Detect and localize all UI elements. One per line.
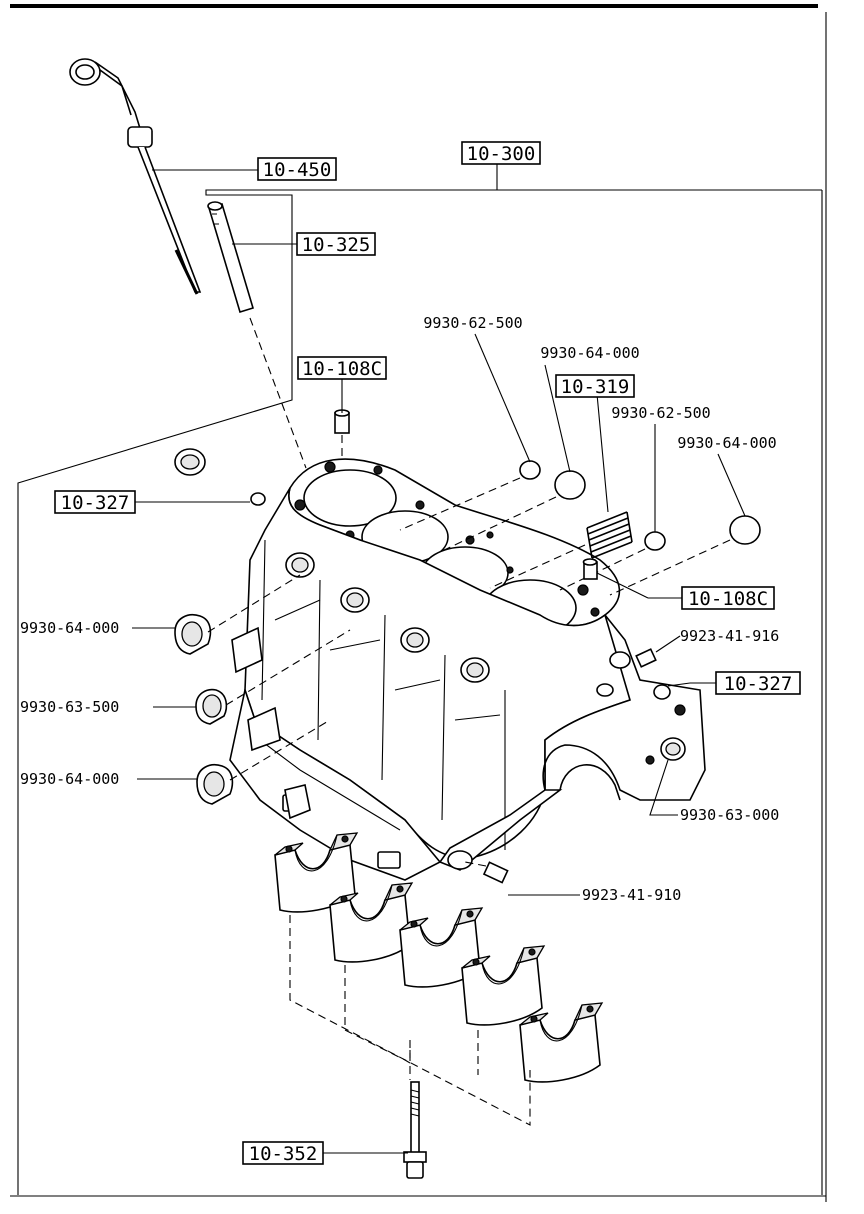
callout-10-450: 10-450 — [257, 157, 337, 181]
label-9930-62-500-top: 9930-62-500 — [423, 314, 522, 332]
leader-pin-916 — [655, 635, 681, 653]
assembly-outline — [17, 164, 823, 1195]
guide-tube-part — [207, 201, 254, 314]
label-9930-64-000-right: 9930-64-000 — [677, 434, 776, 452]
label-9930-62-500-right: 9930-62-500 — [611, 404, 710, 422]
plug-62-500-right — [644, 531, 666, 551]
dash-seal-b — [229, 719, 331, 781]
plug-62-500-top — [519, 460, 541, 480]
dash-seal-63-500 — [225, 629, 351, 706]
spring-part — [586, 511, 633, 559]
oring-left-part — [250, 492, 266, 506]
bearing-cap-2 — [329, 882, 414, 963]
pin-916-part — [635, 648, 657, 668]
leader-plug-62-top — [474, 333, 531, 463]
dash-plug-64-top — [439, 496, 557, 553]
label-9930-64-000-top: 9930-64-000 — [540, 344, 639, 362]
cylinder-block-part — [229, 458, 706, 881]
dowel-top-part — [334, 409, 350, 434]
bearing-cap-5 — [519, 1002, 604, 1083]
seal-64-000-a-shape — [174, 614, 212, 655]
leader-plug-64-right — [717, 453, 746, 517]
label-9930-63-500: 9930-63-500 — [20, 698, 119, 716]
svg-text:10-319: 10-319 — [561, 376, 630, 398]
svg-text:10-352: 10-352 — [249, 1143, 318, 1165]
label-9930-64-000-left-a: 9930-64-000 — [20, 619, 119, 637]
callout-10-108c-right: 10-108C — [681, 586, 775, 610]
bearing-cap-3 — [399, 907, 484, 988]
callout-10-319: 10-319 — [555, 374, 635, 398]
leader-plug-64-top — [544, 364, 571, 473]
leader-dowel-right — [596, 572, 649, 599]
seal-64-000-b-part — [196, 764, 234, 805]
svg-text:10-108C: 10-108C — [688, 588, 768, 610]
dash-spring — [489, 544, 586, 589]
svg-text:10-325: 10-325 — [302, 234, 371, 256]
callout-10-327-left: 10-327 — [54, 490, 136, 514]
seal-63-500-part — [195, 688, 228, 725]
plug-64-000-right — [729, 515, 761, 545]
svg-text:10-327: 10-327 — [61, 492, 130, 514]
dash-seal-a — [207, 574, 301, 633]
callout-10-300: 10-300 — [461, 141, 541, 165]
label-9930-63-000: 9930-63-000 — [680, 806, 779, 824]
bearing-cap-1 — [274, 832, 359, 913]
dash-plug-62-right — [559, 548, 646, 591]
label-9923-41-916: 9923-41-916 — [680, 627, 779, 645]
main-bolt-part — [403, 1081, 427, 1179]
dowel-right-part — [582, 558, 598, 580]
svg-text:10-327: 10-327 — [724, 673, 793, 695]
dash-plug-62-top — [399, 477, 521, 531]
label-9930-64-000-left-b: 9930-64-000 — [20, 770, 119, 788]
callout-10-327-right: 10-327 — [715, 671, 801, 695]
svg-text:10-450: 10-450 — [263, 159, 332, 181]
dash-plug-64-right — [609, 539, 731, 596]
page-frame — [10, 4, 827, 1202]
cap-alignment-lines — [289, 915, 531, 1126]
leader-oring-right-a — [667, 682, 691, 687]
leader-spring — [596, 393, 609, 513]
dash-pin-910 — [464, 861, 487, 867]
callout-10-352: 10-352 — [242, 1141, 324, 1165]
seal-64-000-left-a — [174, 448, 206, 476]
pin-910-part — [482, 861, 509, 884]
oring-right-part — [653, 684, 671, 700]
plug-64-000-top — [554, 470, 586, 500]
leader-seal-63-000 — [649, 759, 678, 816]
dash-guide — [249, 317, 307, 469]
dipstick-part — [69, 58, 202, 295]
seal-63-000-part — [660, 737, 686, 761]
bearing-cap-4 — [461, 945, 546, 1026]
main-bearing-caps — [274, 832, 604, 1083]
svg-text:10-108C: 10-108C — [302, 358, 382, 380]
callout-10-108c-top: 10-108C — [297, 356, 387, 380]
svg-text:10-300: 10-300 — [467, 143, 536, 165]
callout-10-325: 10-325 — [296, 232, 376, 256]
label-9923-41-910: 9923-41-910 — [582, 886, 681, 904]
